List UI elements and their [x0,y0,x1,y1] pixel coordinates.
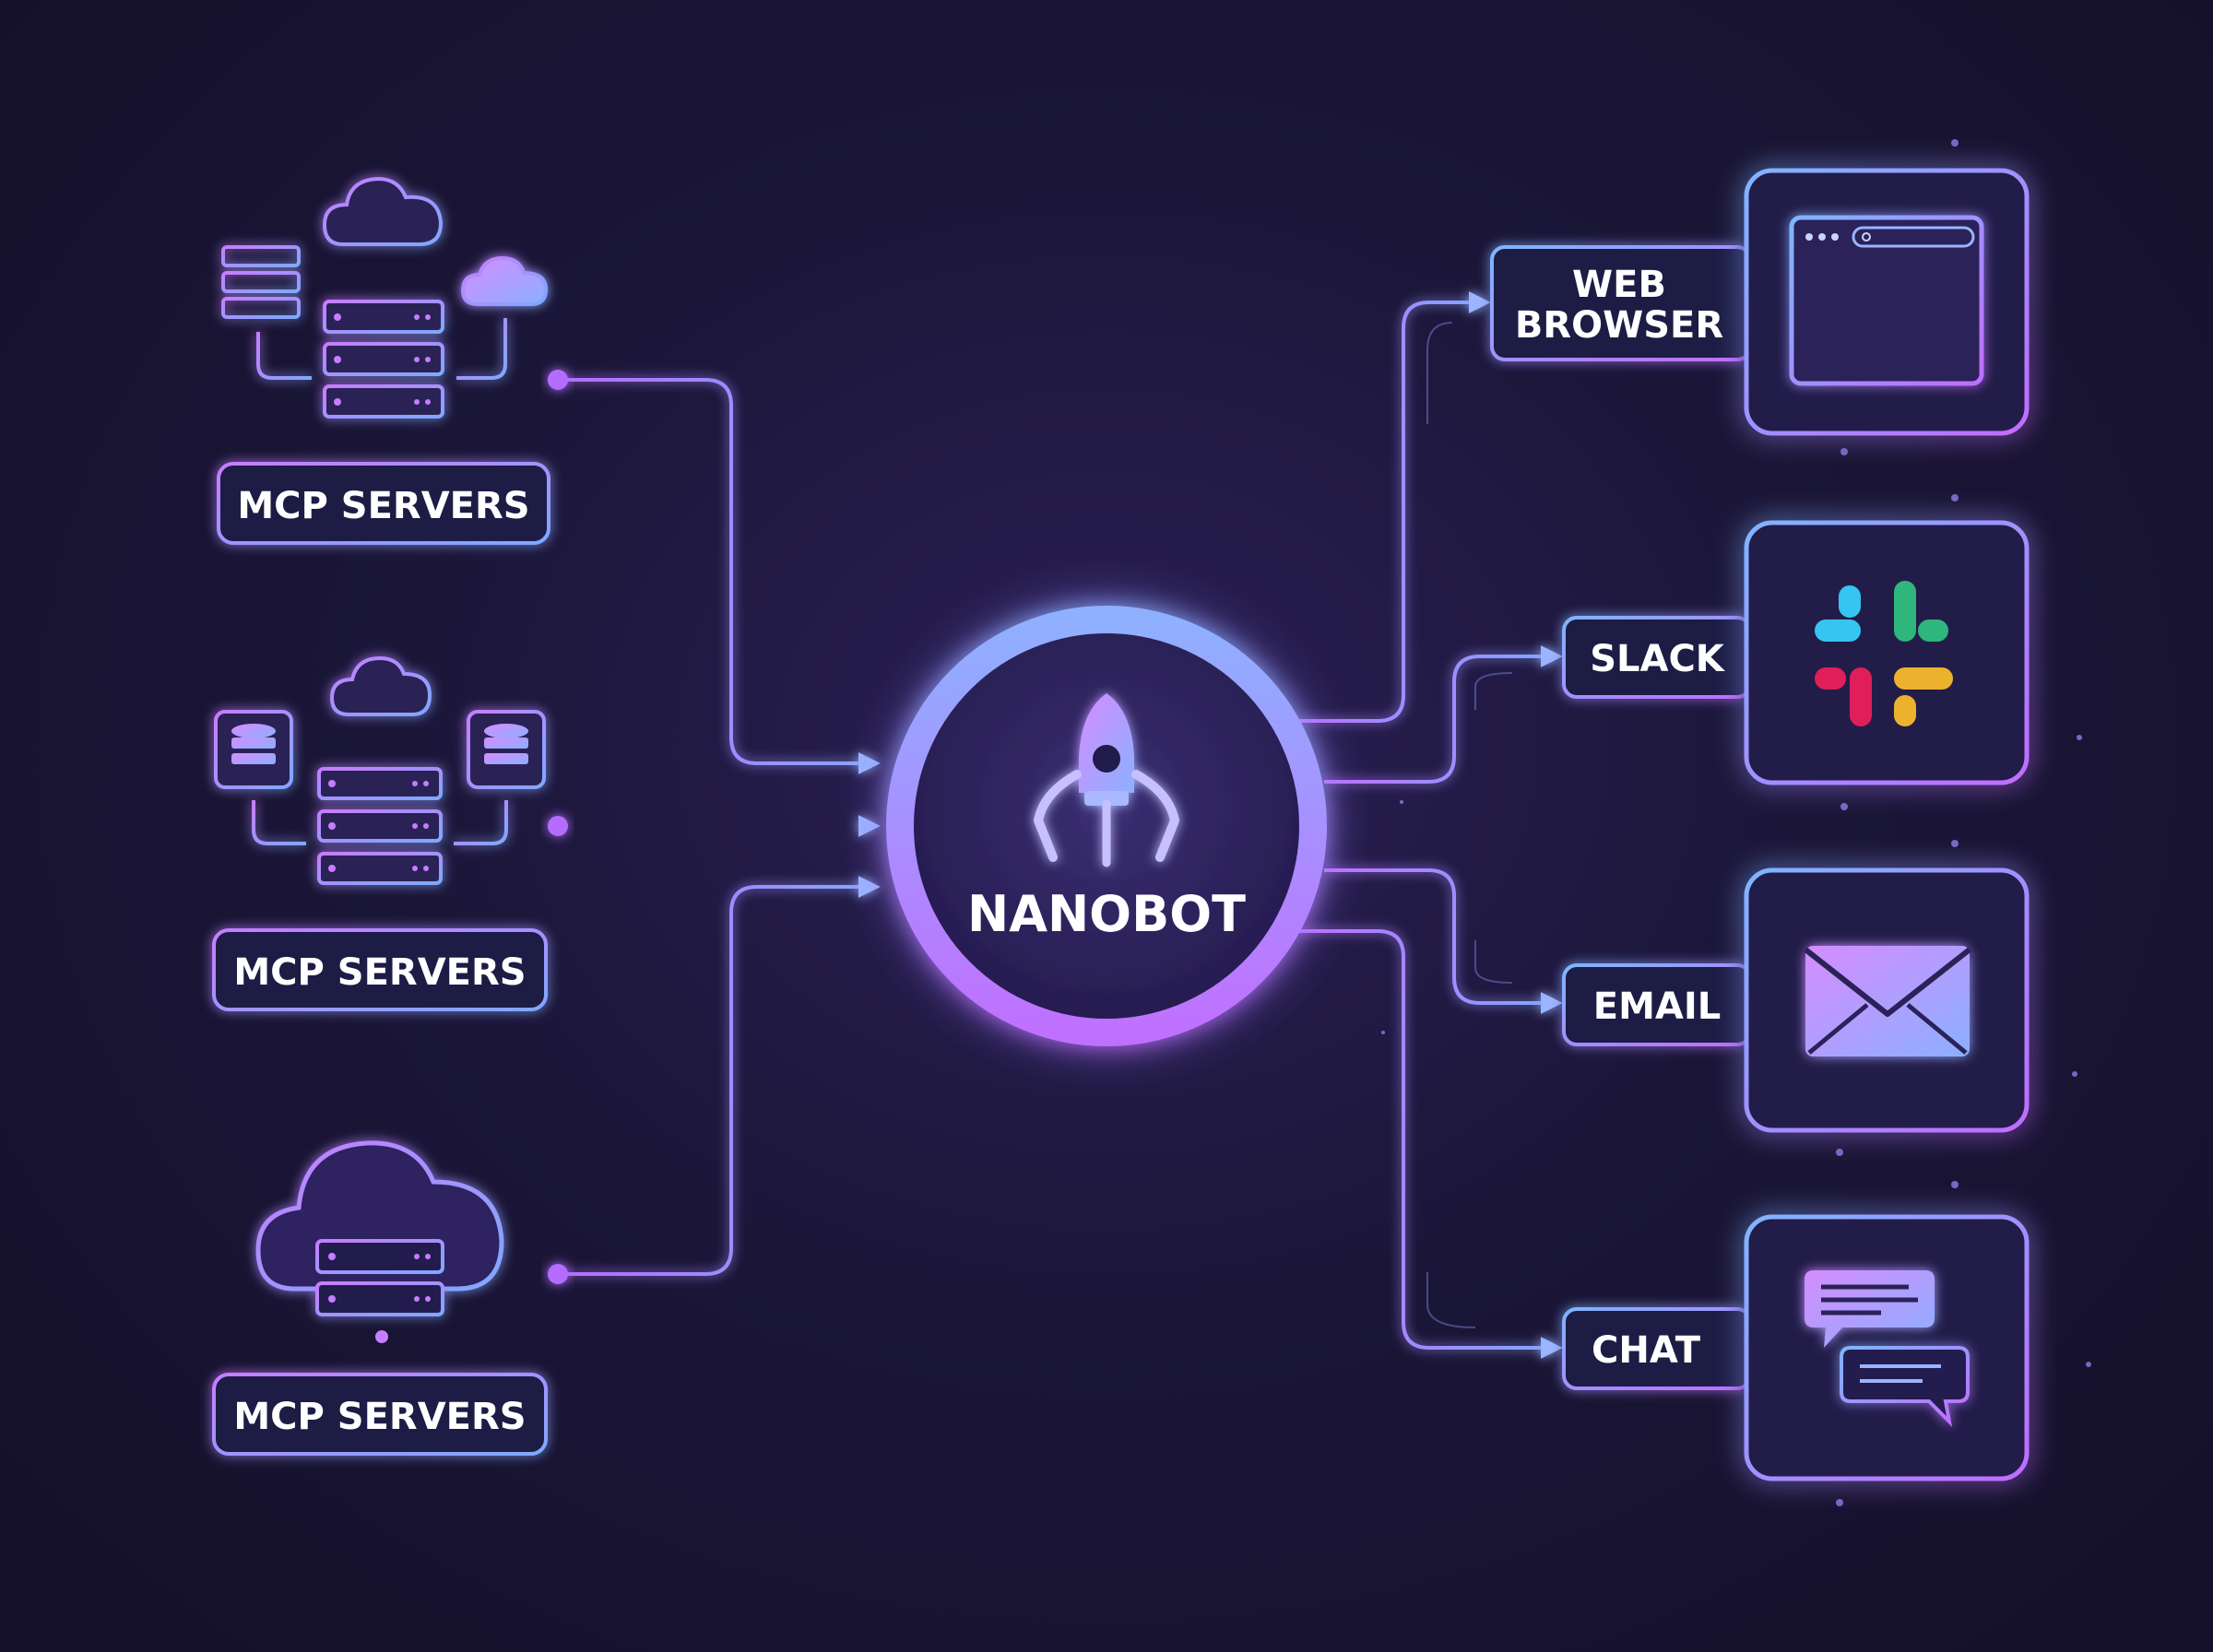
source-port-1 [548,370,568,390]
target-card-slack [1744,520,2030,785]
source-label-2: MCP SERVERS [233,951,526,994]
server-rack-icon [315,1239,446,1339]
hub-label: NANOBOT [967,885,1246,943]
source-label-box-3: MCP SERVERS [212,1373,548,1456]
server-rack-icon [221,245,301,319]
database-icon [467,710,546,789]
cloud-icon [329,655,432,716]
target-web-browser: WEB BROWSER [1490,168,2030,436]
target-label-email: EMAIL [1593,985,1721,1028]
envelope-icon [1804,946,1971,1056]
chat-bubbles-icon [1805,1270,1970,1427]
connector-slack [1324,645,1563,784]
source-label-1: MCP SERVERS [237,485,529,527]
target-email: EMAIL [1562,867,2030,1133]
target-label-web: WEB [1572,264,1666,306]
target-slack: SLACK [1562,520,2030,785]
target-label-slack: SLACK [1590,638,1726,680]
slack-logo-icon [1815,581,1953,726]
cloud-icon [460,255,549,306]
source-label-box-1: MCP SERVERS [217,462,550,545]
source-group-2 [214,655,546,898]
source-label-box-2: MCP SERVERS [212,928,548,1011]
source-group-3 [255,1140,504,1339]
connectors [558,291,1563,1359]
connector-source-3 [558,876,881,1276]
target-label-browser: BROWSER [1515,304,1723,347]
target-label-chat: CHAT [1592,1329,1701,1372]
source-label-3: MCP SERVERS [233,1396,526,1438]
source-port-3 [548,1264,568,1284]
browser-window-icon [1789,215,1984,386]
server-rack-icon [317,767,443,898]
database-icon [214,710,293,789]
cloud-icon [322,176,444,246]
source-port-2 [548,816,568,836]
connector-email [1324,868,1563,1014]
connector-web-browser [1298,291,1491,723]
connector-source-1 [558,378,881,774]
nanobot-hub: NANOBOT [839,559,1374,1093]
source-group-1 [221,176,549,433]
server-rack-icon [323,300,444,433]
rocket-icon [1034,693,1179,867]
target-chat: CHAT [1562,1214,2030,1481]
connector-chat [1298,929,1563,1359]
